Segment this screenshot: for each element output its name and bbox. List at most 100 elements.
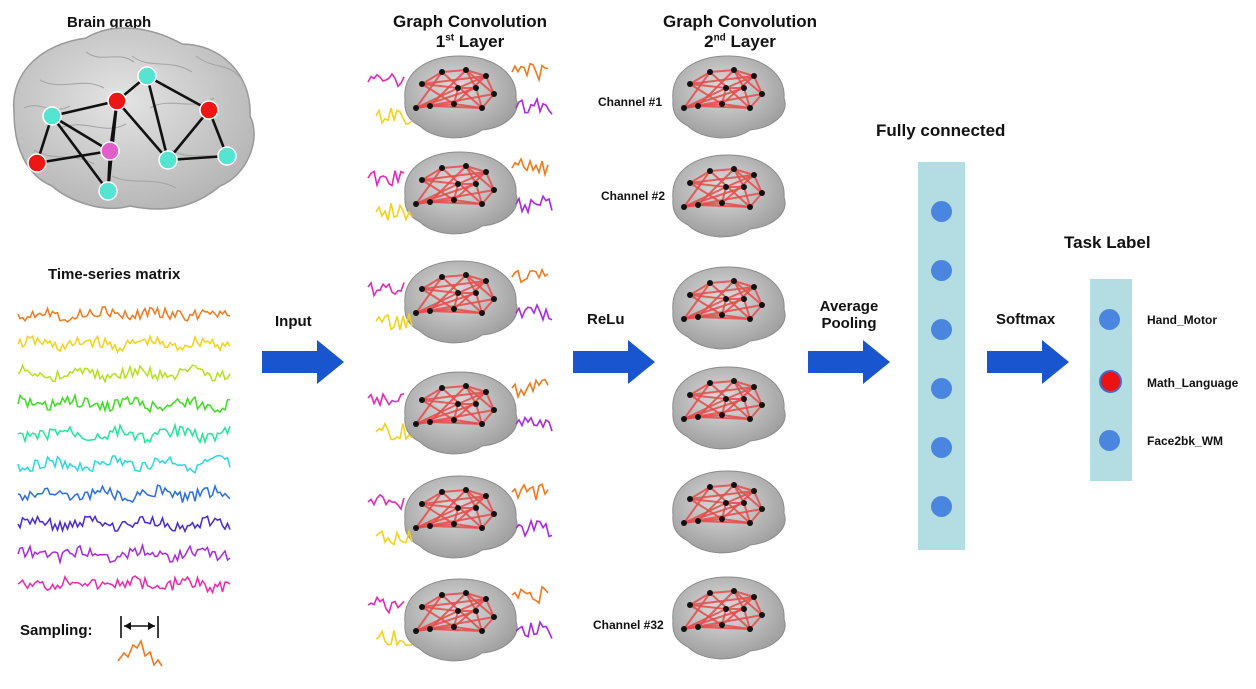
graph-edge (689, 182, 723, 204)
graph-node (751, 73, 757, 79)
graph-node (695, 103, 701, 109)
graph-node (695, 624, 701, 630)
graph-node (479, 628, 485, 634)
fc-node (931, 319, 952, 340)
task-node (1099, 370, 1122, 393)
graph-edge (689, 294, 727, 300)
graph-node (419, 501, 425, 507)
signal-waveform (511, 267, 549, 284)
graph-edge (753, 596, 763, 616)
graph-edge (429, 523, 455, 527)
graph-node (741, 184, 747, 190)
layer1-brain (404, 578, 518, 662)
graph-edge (421, 167, 443, 181)
time-series-title: Time-series matrix (48, 266, 181, 283)
graph-edge (689, 382, 711, 396)
graph-node (751, 384, 757, 390)
graph-node (723, 396, 729, 402)
graph-node (707, 168, 713, 174)
graph-node (479, 105, 485, 111)
graph-edge (749, 93, 763, 109)
graph-node (439, 489, 445, 495)
graph-edge (733, 590, 755, 598)
task-label-title: Task Label (1064, 233, 1151, 252)
channel-label-1: Channel #1 (598, 95, 663, 109)
graph-node (731, 278, 737, 284)
graph-edge (697, 105, 751, 109)
graph-node (137, 66, 157, 86)
signal-waveform (375, 203, 413, 222)
graph-edge (457, 598, 487, 612)
graph-node (695, 414, 701, 420)
graph-edge (475, 183, 483, 205)
signal-waveform (367, 170, 405, 188)
graph-node (681, 626, 687, 632)
graph-edge (481, 409, 495, 425)
graph-edge (415, 387, 443, 425)
signal-waveform (511, 62, 549, 83)
flow-arrow (987, 340, 1069, 384)
task-node (1099, 430, 1120, 451)
graph-node (759, 302, 765, 308)
graph-edge (753, 386, 763, 406)
graph-edge (697, 590, 735, 628)
layer2-brain (672, 154, 786, 238)
graph-edge (753, 75, 763, 95)
graph-edge (689, 486, 711, 500)
graph-edge (689, 71, 711, 85)
graph-node (455, 181, 461, 187)
graph-edge (689, 83, 727, 89)
graph-node (759, 91, 765, 97)
graph-edge (689, 170, 711, 184)
graph-edge (415, 87, 477, 109)
graph-edge (485, 280, 495, 300)
graph-edge (421, 399, 459, 405)
graph-edge (465, 165, 487, 173)
flow-arrow (573, 340, 655, 384)
graph-node (741, 85, 747, 91)
graph-edge (725, 174, 755, 188)
graph-node (719, 101, 725, 107)
graph-edge (421, 399, 455, 421)
graph-node (731, 482, 737, 488)
graph-node (473, 608, 479, 614)
layer2-brain (672, 266, 786, 350)
fc-node (931, 201, 952, 222)
graph-node (491, 187, 497, 193)
graph-edge (697, 416, 751, 420)
graph-edge (429, 105, 483, 109)
graph-edge (421, 83, 459, 89)
graph-edge (421, 83, 455, 105)
graph-node (413, 201, 419, 207)
graph-edge (415, 594, 443, 632)
graph-node (419, 286, 425, 292)
graph-edge (743, 608, 751, 630)
fc-node (931, 437, 952, 458)
signal-waveform (367, 72, 405, 88)
graph-edge (683, 608, 745, 630)
graph-edge (697, 103, 723, 107)
graph-node (751, 488, 757, 494)
graph-node (419, 604, 425, 610)
graph-edge (429, 310, 483, 314)
time-series-line (17, 392, 231, 414)
graph-edge (441, 489, 467, 493)
time-series-line (17, 422, 231, 445)
graph-edge (689, 294, 723, 316)
time-series-matrix (17, 305, 231, 595)
graph-edge (709, 69, 735, 73)
graph-edge (725, 386, 755, 400)
graph-node (473, 401, 479, 407)
graph-edge (743, 87, 751, 109)
graph-edge (689, 604, 723, 626)
graph-edge (429, 628, 483, 632)
layer2-title: Graph Convolution 2nd Layer (663, 12, 817, 51)
graph-node (427, 103, 433, 109)
layer1-brain (404, 371, 518, 455)
fc-node (931, 378, 952, 399)
graph-node (751, 594, 757, 600)
graph-edge (743, 186, 751, 208)
graph-node (719, 622, 725, 628)
graph-node (681, 416, 687, 422)
